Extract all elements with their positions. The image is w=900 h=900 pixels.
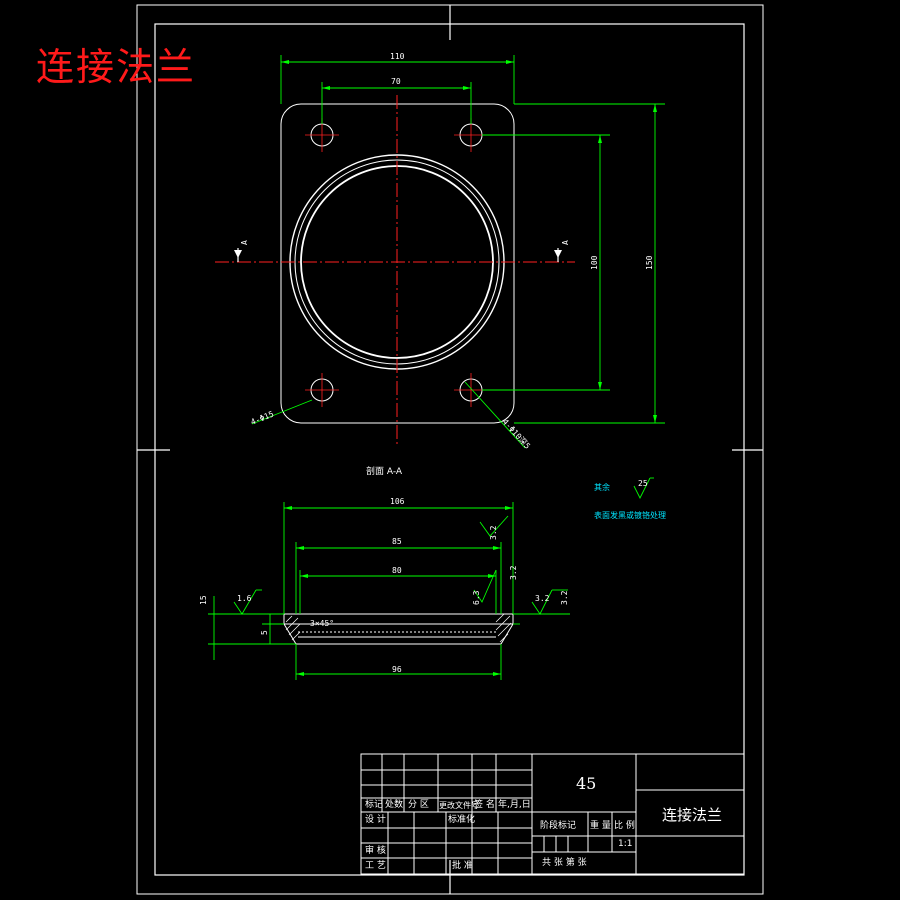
tb-mark: 标记 [365, 800, 384, 810]
dim-label-96: 96 [392, 665, 402, 674]
section-arrow-right [554, 250, 562, 258]
tb-check: 审 核 [365, 846, 386, 856]
title-block [360, 753, 745, 875]
dim-label-80: 80 [392, 566, 402, 575]
section-top-plate [283, 613, 514, 625]
leader-4-15 [251, 399, 313, 425]
inner-frame [154, 23, 745, 876]
section-view: 106 85 80 96 15 5 3×45° 1.6 3.2 3.2 6.3 … [199, 477, 654, 680]
section-letter-left: A [240, 240, 249, 245]
tb-standardization: 标准化 [448, 815, 476, 825]
tb-stage-mark: 阶段标记 [540, 821, 577, 831]
tb-signature: 签 名 [474, 800, 495, 810]
tb-weight: 重 量 [590, 821, 611, 831]
tb-zone: 分 区 [408, 800, 429, 810]
roughness-top: 3.2 [489, 525, 498, 540]
dim-label-85: 85 [392, 537, 402, 546]
callout-thread: 4-Φ10深5 [501, 417, 533, 451]
remaining-roughness-value: 25 [638, 479, 648, 488]
tb-date: 年,月,日 [498, 800, 531, 810]
tb-design: 设 计 [365, 815, 386, 825]
dim-label-150: 150 [645, 255, 654, 270]
note-treatment: 表面发黑或镀铬处理 [594, 511, 666, 520]
dim-label-70: 70 [391, 77, 401, 86]
dim-label-5: 5 [260, 630, 269, 635]
dim-label-110: 110 [390, 52, 405, 61]
callout-holes: 4-Φ15 [249, 409, 275, 426]
section-arrow-left [234, 250, 242, 258]
top-view: A A 110 70 100 150 [215, 52, 665, 451]
part-name: 连接法兰 [662, 806, 723, 824]
drawing-title: 连接法兰 [36, 45, 197, 89]
roughness-inner-a: 6.3 [472, 590, 481, 605]
roughness-inner-b: 3.2 [509, 565, 518, 580]
tb-process: 工 艺 [365, 861, 386, 871]
dim-label-15: 15 [199, 595, 208, 605]
roughness-right-a: 3.2 [535, 594, 550, 603]
roughness-right-b: 3.2 [560, 590, 569, 605]
outer-border [136, 4, 764, 895]
tb-scale: 1:1 [618, 839, 633, 849]
section-letter-right: A [561, 240, 570, 245]
leader-thread [464, 381, 526, 449]
note-remaining: 其余 [594, 483, 610, 492]
dim-label-106: 106 [390, 497, 405, 506]
section-label: 剖面 A-A [366, 467, 403, 477]
tb-approve: 批 准 [452, 861, 473, 871]
dim-label-100: 100 [590, 255, 599, 270]
tb-sheets: 共 张 第 张 [542, 858, 587, 868]
chamfer-label: 3×45° [310, 619, 334, 628]
tb-count: 处数 [385, 800, 404, 810]
roughness-left: 1.6 [237, 594, 252, 603]
tb-scale-label: 比 例 [614, 821, 635, 831]
tb-change-doc: 更改文件号 [439, 801, 479, 810]
material: 45 [576, 774, 597, 793]
